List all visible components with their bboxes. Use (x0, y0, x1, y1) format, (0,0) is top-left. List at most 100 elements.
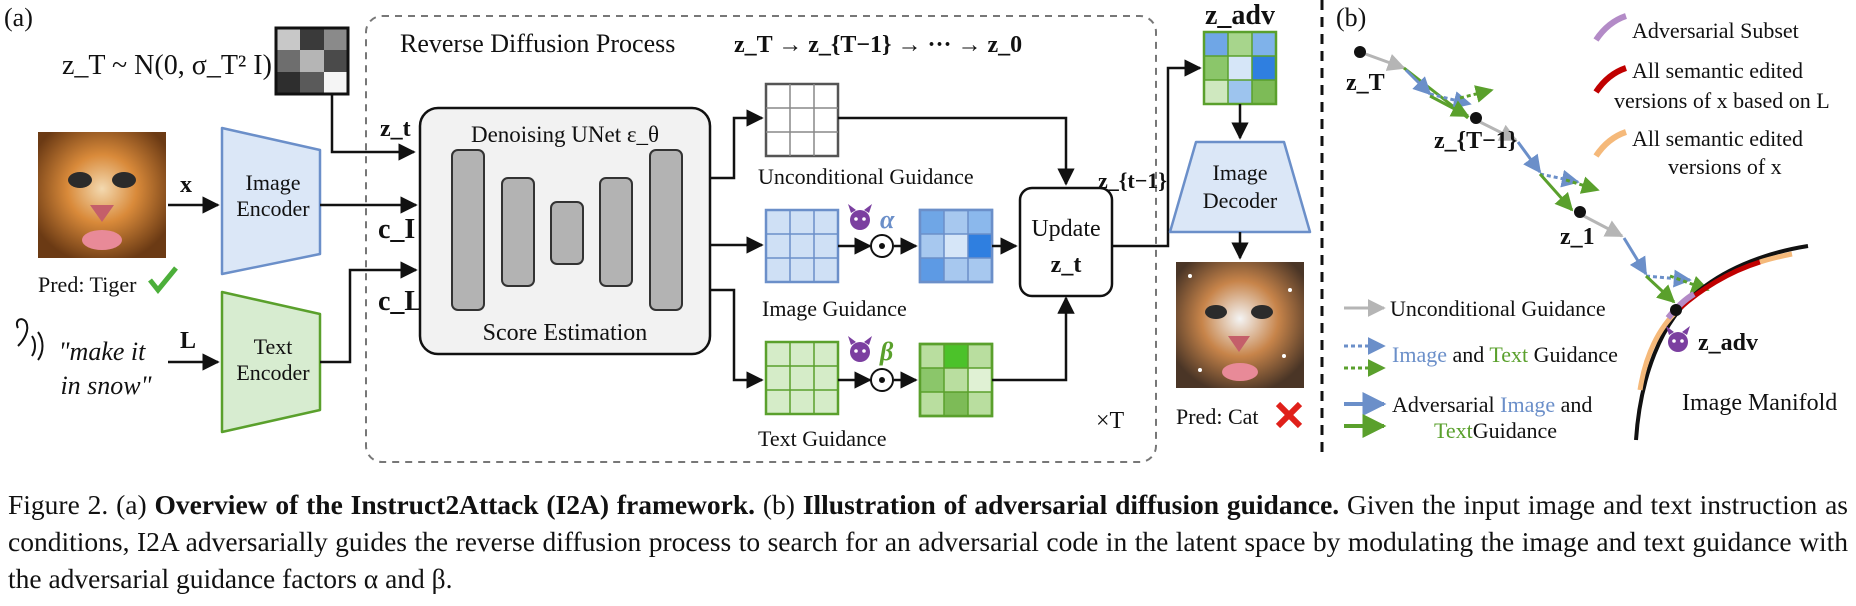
update-label-2: z_t (1051, 252, 1082, 278)
cL-label: c_L (378, 286, 423, 317)
legend-all-edited-1: All semantic edited (1632, 126, 1803, 151)
legend-semantic-L-swatch (1593, 65, 1628, 94)
cI-label: c_I (378, 214, 415, 245)
caption-prefix: Figure 2. (a) (8, 489, 155, 520)
noise-latent-grid (274, 26, 350, 96)
score-estimation-label: Score Estimation (483, 320, 648, 346)
update-to-zadv-arrow (1112, 59, 1202, 248)
devil-icon-alpha (848, 204, 872, 230)
figure-canvas: (a) (b) z_T ~ N(0, σ_T² I) Pred: Tiger x… (4, 0, 1837, 463)
legend-adversarial-swatch (1593, 13, 1628, 42)
caption-rest: Given the input image and text instructi… (8, 489, 1848, 594)
node-z1 (1574, 206, 1586, 218)
unet-to-text-arrow (710, 288, 764, 389)
text-L-label: L (180, 328, 196, 354)
update-box (1018, 186, 1114, 298)
text-encoder (220, 290, 322, 434)
text-adversarial-grid (918, 342, 994, 418)
legend-all-edited-L-1: All semantic edited (1632, 58, 1803, 83)
node-zadv (1670, 304, 1682, 316)
text-encoder-label-1: Text (254, 334, 293, 359)
image-adversarial-grid (918, 208, 994, 284)
zt-input-label: z_t (380, 116, 411, 142)
cL-arrow (320, 261, 418, 364)
trajectory-path-3 (1579, 212, 1710, 304)
snow-tiger-output-image (1176, 262, 1304, 388)
legend-image-word: Image (1392, 342, 1447, 367)
legend-all-edited-2: versions of x (1668, 154, 1782, 179)
unet-title: Denoising UNet ε_θ (471, 122, 659, 147)
reverse-chain: z_T → z_{T−1} → ··· → z_0 (734, 32, 1022, 58)
text-guidance-grid (764, 340, 840, 416)
cross-icon (1275, 401, 1303, 429)
uncond-to-update-arrow (838, 116, 1075, 186)
image-decoder (1168, 140, 1312, 234)
trajectory-path-2 (1475, 118, 1600, 212)
speech-icon (16, 318, 44, 361)
devil-icon-zadv (1666, 326, 1690, 352)
legend-adv-image-word: Image (1500, 392, 1555, 417)
tiger-input-image (38, 132, 166, 258)
caption-bold-1: Overview of the Instruct2Attack (I2A) fr… (154, 489, 756, 520)
image-encoder (220, 126, 322, 276)
legend-adv-text-word: Text (1434, 418, 1473, 443)
legend-adversarial-subset: Adversarial Subset (1632, 18, 1799, 43)
legend-unconditional: Unconditional Guidance (1390, 296, 1606, 321)
update-label-1: Update (1031, 216, 1100, 242)
legend-text-word: Text (1489, 342, 1528, 367)
image-guidance-grid (764, 208, 840, 284)
reverse-diffusion-box (365, 15, 1157, 463)
unet-to-uncond-arrow (710, 109, 764, 180)
node-zT-label: z_T (1346, 70, 1385, 96)
image-decoder-label-1: Image (1213, 160, 1268, 185)
devil-icon-beta (848, 336, 872, 362)
reverse-process-title: Reverse Diffusion Process (400, 29, 675, 58)
image-manifold-label: Image Manifold (1682, 390, 1837, 416)
legend-guidance-word: Guidance (1528, 342, 1618, 367)
text-adv-to-update-arrow (992, 296, 1075, 382)
image-encoder-label-2: Encoder (236, 196, 310, 221)
legend-semantic-swatch (1593, 129, 1628, 158)
legend-adv-guidance-word: Guidance (1473, 418, 1557, 443)
unconditional-guidance-label: Unconditional Guidance (758, 164, 974, 189)
node-zT1-label: z_{T−1} (1434, 128, 1517, 154)
legend-adv-and-word: and (1555, 392, 1592, 417)
legend-adversarial-guidance-2: TextGuidance (1434, 418, 1557, 443)
z-adv-top-label: z_adv (1205, 0, 1275, 31)
unconditional-grid (764, 82, 840, 158)
caption-bold-2: Illustration of adversarial diffusion gu… (802, 489, 1340, 520)
image-guidance-label: Image Guidance (762, 296, 907, 321)
legend-image-text-guidance: Image and Text Guidance (1392, 342, 1618, 367)
pred-tiger-label: Pred: Tiger (38, 272, 137, 297)
unet-layers (451, 149, 683, 311)
instruction-line-2: in snow" (60, 371, 151, 400)
zt-1-label: z_{t−1} (1098, 168, 1167, 193)
image-encoder-label-1: Image (246, 170, 301, 195)
z-adv-grid (1202, 30, 1278, 106)
input-x-label: x (180, 172, 192, 198)
instruction-line-1: "make it (59, 337, 146, 366)
node-zadv-label: z_adv (1698, 330, 1758, 356)
caption-mid: (b) (755, 489, 803, 520)
check-icon (148, 266, 178, 294)
image-decoder-label-2: Decoder (1203, 188, 1278, 213)
node-zT (1354, 46, 1366, 58)
panel-b-label: (b) (1336, 3, 1366, 32)
beta-symbol: β (879, 337, 894, 366)
pred-cat-label: Pred: Cat (1176, 404, 1259, 429)
legend-all-edited-L-2: versions of x based on L (1614, 88, 1830, 113)
legend-adv-word: Adversarial (1392, 392, 1500, 417)
noise-formula: z_T ~ N(0, σ_T² I) (62, 50, 272, 81)
node-z1-label: z_1 (1560, 224, 1595, 250)
legend-adversarial-guidance-1: Adversarial Image and (1392, 392, 1592, 417)
times-T-label: ×T (1096, 408, 1125, 434)
zt-arrow (330, 94, 416, 161)
figure-caption: Figure 2. (a) Overview of the Instruct2A… (8, 486, 1848, 597)
legend-and-word: and (1447, 342, 1489, 367)
text-encoder-label-2: Encoder (236, 360, 310, 385)
panel-a-label: (a) (4, 3, 33, 32)
node-zT1 (1470, 112, 1482, 124)
text-guidance-label: Text Guidance (758, 426, 887, 451)
trajectory-path (1359, 50, 1494, 120)
alpha-symbol: α (880, 205, 895, 234)
